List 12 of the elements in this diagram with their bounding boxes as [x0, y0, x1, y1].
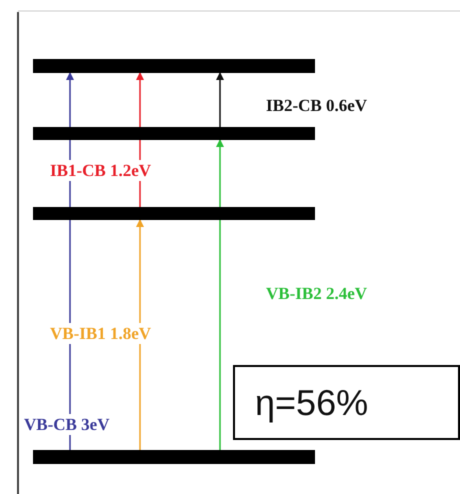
edge-label: IB1-CB 1.2eV — [48, 160, 154, 182]
transition-arrow — [216, 72, 224, 127]
transition-arrow — [216, 139, 224, 450]
energy-level-bar — [33, 59, 315, 73]
edge-label: VB-IB1 1.8eV — [48, 323, 154, 344]
edge-label: VB-CB 3eV — [22, 414, 112, 436]
energy-level-bar — [33, 127, 315, 140]
energy-level-bar — [33, 207, 315, 220]
transition-arrow — [136, 219, 144, 450]
efficiency-value: η=56% — [255, 380, 368, 424]
energy-level-bar — [33, 450, 315, 464]
efficiency-box — [233, 365, 460, 440]
